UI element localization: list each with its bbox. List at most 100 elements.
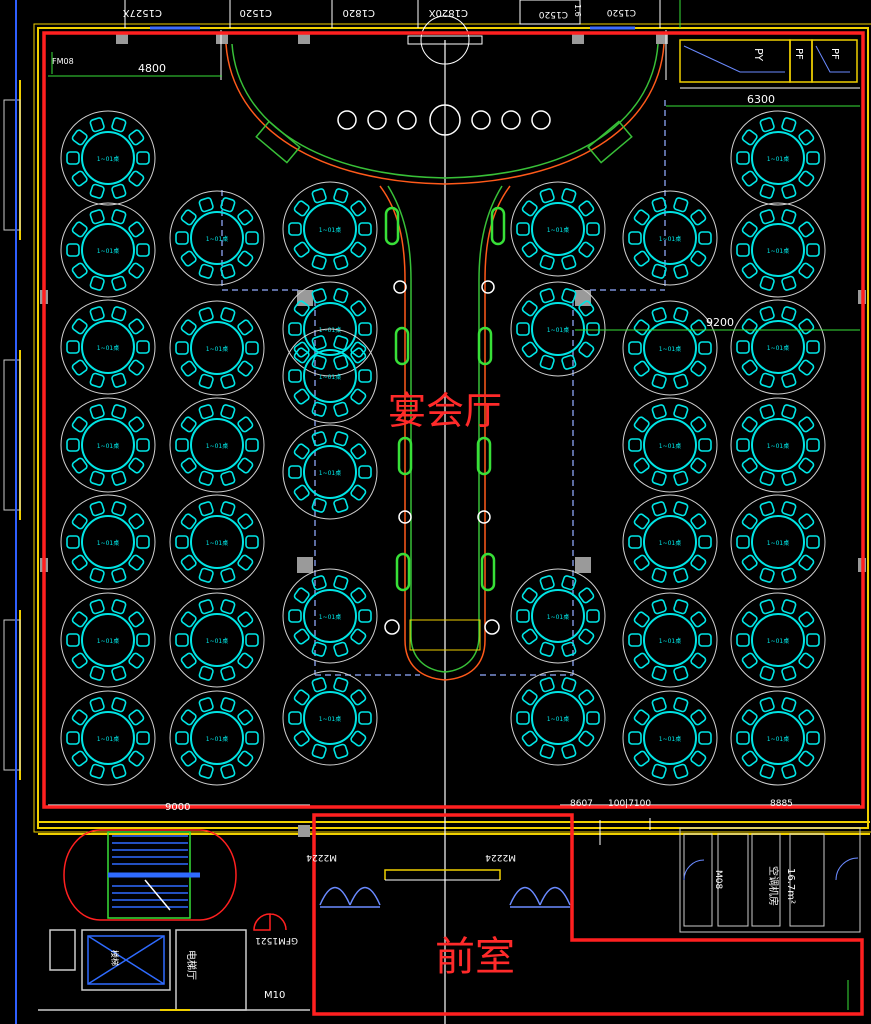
banquet-table: 1~01桌 <box>169 300 265 396</box>
banquet-table: 1~01桌 <box>60 299 156 395</box>
banquet-table: 1~01桌 <box>622 494 718 590</box>
table-label: 1~01桌 <box>319 226 341 234</box>
room-elevator: 电梯厅 <box>185 950 198 980</box>
banquet-table: 1~01桌 <box>730 202 826 298</box>
banquet-table: 1~01桌 <box>622 190 718 286</box>
window-tag-5: C1520 <box>539 9 568 19</box>
table-label: 1~01桌 <box>206 735 228 743</box>
dim-left-top: 4800 <box>138 62 166 75</box>
table-label: 1~01桌 <box>767 735 789 743</box>
dim-bottom-mid: 8607 <box>570 799 593 809</box>
banquet-table: 1~01桌 <box>730 690 826 786</box>
table-label: 1~01桌 <box>767 247 789 255</box>
table-label: 1~01桌 <box>319 373 341 381</box>
table-label: 1~01桌 <box>547 326 569 334</box>
table-label: 1~01桌 <box>319 469 341 477</box>
table-label: 1~01桌 <box>659 442 681 450</box>
dimension-lines <box>48 52 860 806</box>
dim-bottom-left: 9000 <box>165 802 190 813</box>
banquet-table: 1~01桌 <box>60 397 156 493</box>
planter <box>384 206 400 246</box>
banquet-table: 1~01桌 <box>622 397 718 493</box>
table-label: 1~01桌 <box>206 637 228 645</box>
door-m10: M10 <box>264 990 285 1001</box>
table-label: 1~01桌 <box>767 539 789 547</box>
window-tag-7: C1520 <box>607 7 636 17</box>
banquet-table: 1~01桌 <box>730 592 826 688</box>
banquet-table: 1~01桌 <box>510 568 606 664</box>
room-service-area: 16.7m² <box>785 868 796 904</box>
table-label: 1~01桌 <box>767 155 789 163</box>
table-label: 1~01桌 <box>659 637 681 645</box>
table-label: 1~01桌 <box>206 345 228 353</box>
plan-text: 4800 6300 9200 9000 8607 100|7100 8885 C… <box>52 4 840 1001</box>
table-label: 1~01桌 <box>97 442 119 450</box>
window-tag-3: C1820 <box>343 7 375 18</box>
dim-bottom-right: 8885 <box>770 799 793 809</box>
door-foyer-left: M2224 <box>306 852 337 862</box>
planter <box>395 552 411 592</box>
table-label: 1~01桌 <box>659 539 681 547</box>
table-label: 1~01桌 <box>767 637 789 645</box>
banquet-table: 1~01桌 <box>282 568 378 664</box>
banquet-table: 1~01桌 <box>730 397 826 493</box>
banquet-table: 1~01桌 <box>730 110 826 206</box>
door-m08: M08 <box>713 870 723 889</box>
stage-runway <box>225 15 665 681</box>
table-label: 1~01桌 <box>659 235 681 243</box>
planter <box>397 436 413 476</box>
banquet-table: 1~01桌 <box>730 299 826 395</box>
banquet-table: 1~01桌 <box>60 690 156 786</box>
banquet-table: 1~01桌 <box>622 592 718 688</box>
planter <box>490 206 506 246</box>
table-label: 1~01桌 <box>547 715 569 723</box>
dim-right-top: 6300 <box>747 93 775 106</box>
table-label: 1~01桌 <box>547 613 569 621</box>
banquet-table: 1~01桌 <box>169 592 265 688</box>
banquet-table: 1~01桌 <box>60 592 156 688</box>
banquet-table: 1~01桌 <box>169 690 265 786</box>
planter <box>476 436 492 476</box>
room-py: PY <box>752 48 765 61</box>
table-label: 1~01桌 <box>319 715 341 723</box>
top-left-tag: FM08 <box>52 57 74 66</box>
door-fire: GFM1521 <box>255 935 298 945</box>
banquet-table: 1~01桌 <box>60 202 156 298</box>
top-right-rooms <box>575 39 860 331</box>
table-label: 1~01桌 <box>659 345 681 353</box>
banquet-table: 1~01桌 <box>282 424 378 520</box>
planter <box>394 326 410 366</box>
window-tag-4: C1820X <box>429 7 468 18</box>
table-label: 1~01桌 <box>97 637 119 645</box>
foyer-label: 前室 <box>435 934 515 980</box>
table-label: 1~01桌 <box>547 226 569 234</box>
table-label: 1~01桌 <box>97 247 119 255</box>
planter <box>480 552 496 592</box>
window-tag-6b: 1.6 <box>573 4 582 17</box>
banquet-table: 1~01桌 <box>622 300 718 396</box>
highlight-frames <box>42 31 865 1016</box>
table-label: 1~01桌 <box>319 326 341 334</box>
top-window-ticks <box>124 0 681 28</box>
table-label: 1~01桌 <box>97 344 119 352</box>
foyer-doors <box>319 869 571 908</box>
stage-decor-circles <box>337 104 551 635</box>
dim-bottom-mid2: 100|7100 <box>608 799 651 809</box>
window-tag-2: C1520 <box>240 7 272 18</box>
planter <box>477 326 493 366</box>
room-pf-1: PF <box>793 48 804 60</box>
room-pf-2: PF <box>829 48 840 60</box>
banquet-table: 1~01桌 <box>510 181 606 277</box>
dim-right-mid: 9200 <box>706 316 734 329</box>
banquet-table: 1~01桌 <box>282 670 378 766</box>
banquet-table: 1~01桌 <box>510 670 606 766</box>
table-label: 1~01桌 <box>767 344 789 352</box>
window-tag-1: C1527X <box>123 7 162 18</box>
banquet-table: 1~01桌 <box>282 328 378 424</box>
banquet-table: 1~01桌 <box>169 397 265 493</box>
banquet-table: 1~01桌 <box>60 110 156 206</box>
banquet-table: 1~01桌 <box>510 281 606 377</box>
banquet-table: 1~01桌 <box>282 281 378 377</box>
table-label: 1~01桌 <box>206 539 228 547</box>
